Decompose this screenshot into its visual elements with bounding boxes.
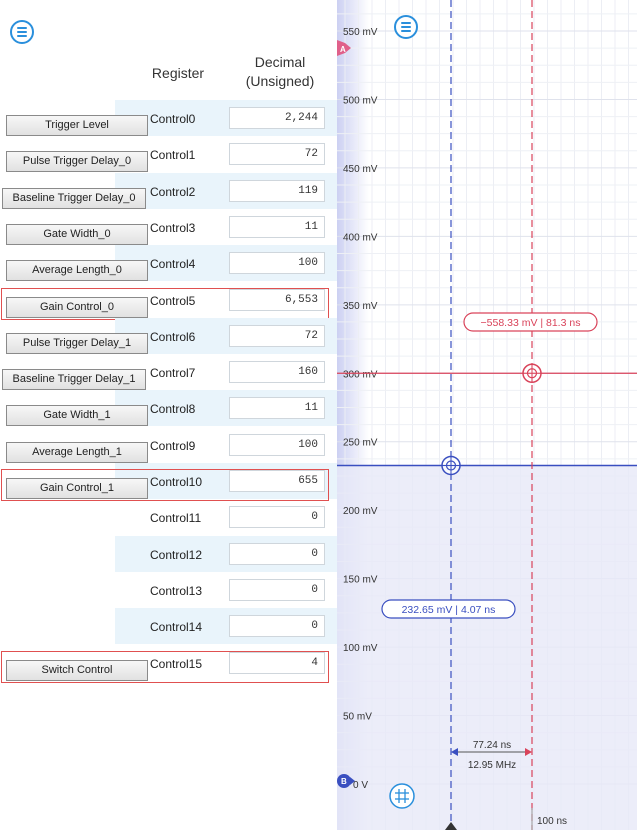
trigger-level-button[interactable]: Trigger Level: [6, 115, 148, 136]
y-tick-label: 200 mV: [343, 506, 378, 517]
register-value-input[interactable]: 160: [229, 361, 325, 384]
register-panel: Register Decimal (Unsigned) Control0 2,24…: [1, 20, 337, 683]
gate-width-0-button[interactable]: Gate Width_0: [6, 223, 148, 245]
blue-shaded-region: [337, 465, 637, 830]
baseline-trigger-delay-1-button[interactable]: Baseline Trigger Delay_1: [2, 369, 146, 391]
y-tick-label: 250 mV: [343, 438, 378, 449]
register-name: Control11: [150, 511, 202, 526]
register-name: Control5: [150, 293, 196, 308]
average-length-0-button[interactable]: Average Length_0: [6, 260, 148, 282]
register-value-input[interactable]: 0: [229, 578, 325, 601]
menu-icon[interactable]: [10, 20, 34, 44]
grid-toggle-icon: [389, 783, 415, 809]
y-tick-label: 350 mV: [343, 301, 378, 312]
y-tick-label: 150 mV: [343, 575, 378, 586]
y-tick-label: 550 mV: [343, 27, 378, 38]
gain-control-0-button[interactable]: Gain Control_0: [6, 296, 148, 318]
register-value-input[interactable]: 100: [229, 252, 325, 275]
blue-readout-pill: [381, 599, 516, 619]
register-name: Control12: [150, 547, 203, 562]
red-readout-pill: [463, 312, 598, 332]
blue-readout-text: 232.65 mV | 4.07 ns: [402, 604, 496, 616]
red-readout-text: −558.33 mV | 81.3 ns: [481, 317, 581, 329]
oscilloscope-view[interactable]: 550 mV 500 mV 450 mV 400 mV 350 mV 300 mV 250 …: [337, 0, 637, 830]
delta-freq-label: 12.95 MHz: [468, 760, 516, 771]
register-name: Control3: [150, 220, 196, 235]
register-name: Control8: [150, 402, 196, 417]
trigger-marker-icon: [445, 822, 457, 830]
baseline-trigger-delay-0-button[interactable]: Baseline Trigger Delay_0: [2, 187, 146, 209]
register-value-input[interactable]: 2,244: [229, 107, 325, 129]
scope-plot[interactable]: 550 mV 500 mV 450 mV 400 mV 350 mV 300 mV 250 …: [337, 0, 637, 830]
decimal-header-line2: (Unsigned): [245, 73, 315, 89]
register-name: Control4: [150, 257, 196, 272]
y-tick-label: 450 mV: [343, 164, 378, 175]
y-tick-label: 0 V: [353, 780, 368, 791]
delta-time-label: 77.24 ns: [473, 740, 511, 751]
pulse-trigger-delay-0-button[interactable]: Pulse Trigger Delay_0: [6, 151, 148, 173]
gate-width-1-button[interactable]: Gate Width_1: [6, 405, 148, 427]
marker-a-icon: [337, 40, 351, 56]
delta-arrow-left: [451, 748, 458, 756]
register-value-input[interactable]: 100: [229, 433, 325, 456]
marker-b-label: B: [341, 777, 347, 786]
y-tick-label: 400 mV: [343, 232, 378, 243]
register-column-header: Register: [151, 65, 205, 81]
register-value-input[interactable]: 0: [229, 542, 325, 565]
pulse-trigger-delay-1-button[interactable]: Pulse Trigger Delay_1: [6, 332, 148, 354]
register-name: Control15: [150, 656, 203, 671]
register-value-input[interactable]: 4: [229, 651, 325, 674]
y-tick-label: 50 mV: [343, 712, 372, 723]
register-name: Control1: [150, 148, 196, 163]
register-value-input[interactable]: 72: [229, 143, 325, 166]
switch-control-button[interactable]: Switch Control: [6, 659, 148, 681]
register-name: Control0: [150, 112, 196, 126]
marker-a-label: A: [340, 45, 346, 54]
register-name: Control13: [150, 583, 203, 598]
register-value-input[interactable]: 0: [229, 615, 325, 638]
register-name: Control7: [150, 366, 196, 381]
register-name: Control14: [150, 620, 203, 635]
scope-menu-icon[interactable]: [394, 15, 418, 39]
average-length-1-button[interactable]: Average Length_1: [6, 441, 148, 463]
delta-arrow-right: [525, 748, 532, 756]
register-value-input[interactable]: 0: [229, 506, 325, 529]
decimal-column-header: Decimal (Unsigned): [225, 53, 335, 91]
gain-control-1-button[interactable]: Gain Control_1: [6, 478, 148, 499]
register-value-input[interactable]: 6,553: [229, 288, 325, 311]
register-value-input[interactable]: 72: [229, 324, 325, 347]
x-tick-label: 100 ns: [537, 816, 567, 827]
register-value-input[interactable]: 11: [229, 215, 325, 238]
register-name: Control9: [150, 438, 196, 453]
register-name: Control2: [150, 184, 196, 199]
register-value-input[interactable]: 655: [229, 470, 325, 492]
register-value-input[interactable]: 119: [229, 179, 325, 202]
marker-b-icon: [337, 774, 351, 788]
marker-b-arrow: [350, 777, 355, 785]
register-value-input[interactable]: 11: [229, 397, 325, 420]
y-tick-label: 300 mV: [343, 369, 378, 380]
y-tick-label: 100 mV: [343, 643, 378, 654]
register-name: Control10: [150, 475, 203, 489]
decimal-header-line1: Decimal: [254, 54, 306, 70]
register-name: Control6: [150, 329, 196, 344]
y-tick-label: 500 mV: [343, 95, 378, 106]
